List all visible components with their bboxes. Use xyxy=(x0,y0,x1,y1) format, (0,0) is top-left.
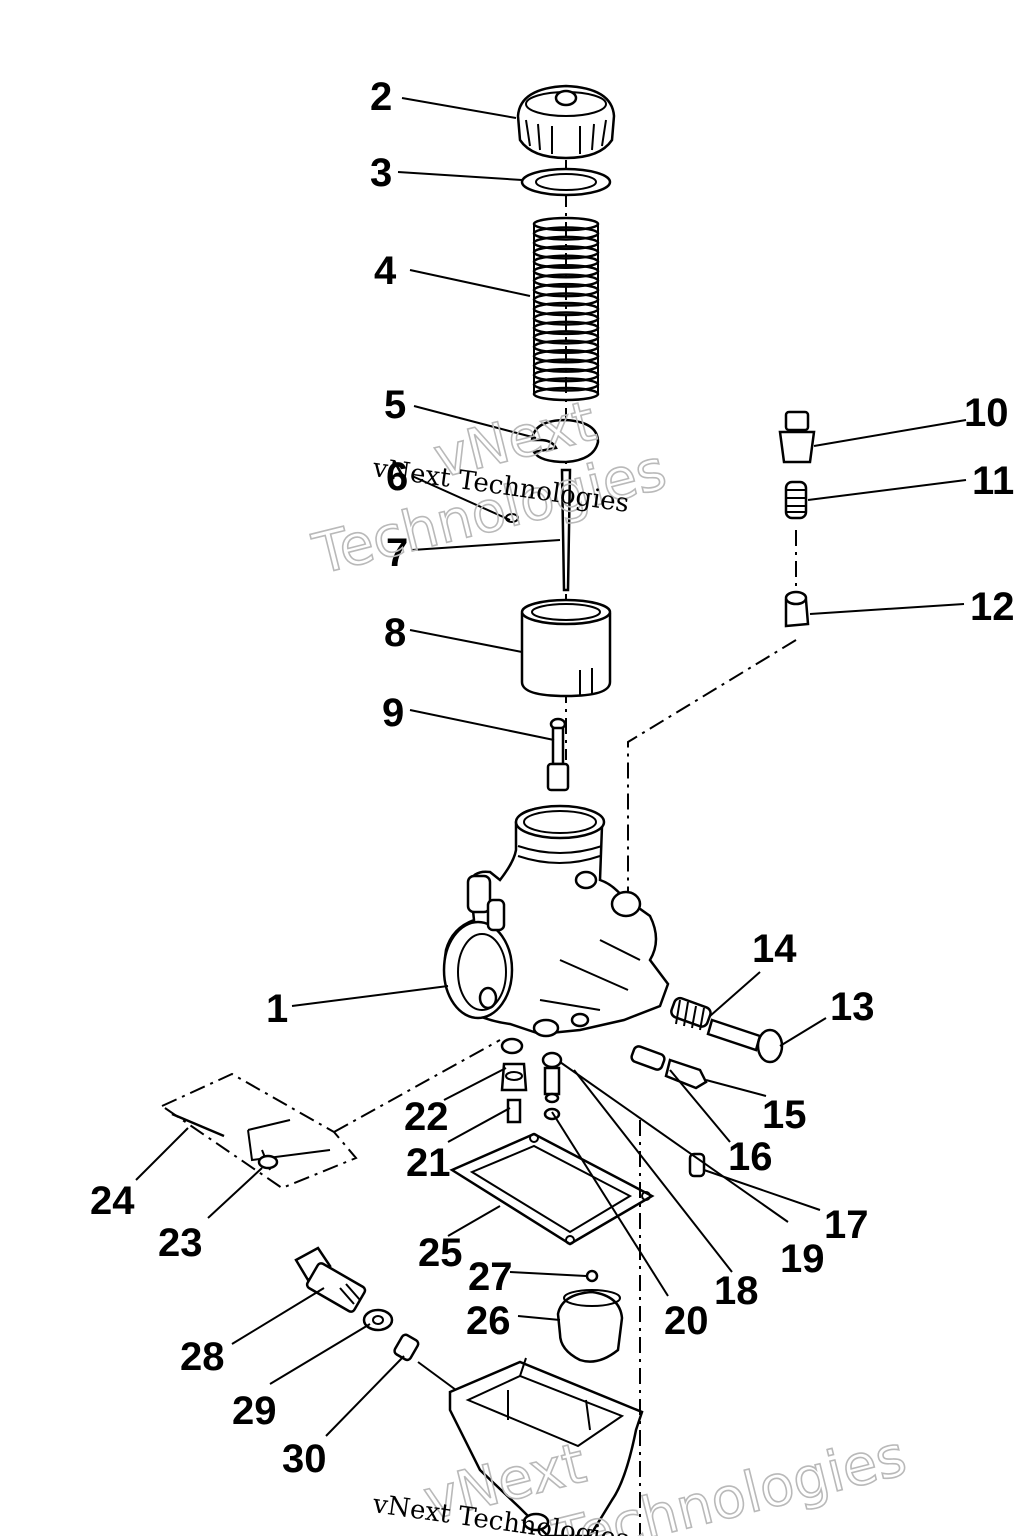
adjuster-connection-line xyxy=(627,530,797,900)
callout-23: 23 xyxy=(158,1221,203,1265)
callout-26: 26 xyxy=(466,1299,511,1343)
part-float-arm xyxy=(247,1119,331,1171)
part-adjuster-spring xyxy=(784,480,808,520)
part-starter-jet xyxy=(541,1051,563,1121)
callout-10: 10 xyxy=(964,391,1009,435)
callout-24: 24 xyxy=(90,1179,135,1223)
part-idle-spring xyxy=(670,996,712,1031)
part-float-pin xyxy=(171,1112,225,1138)
part-main-jet-holder xyxy=(500,1037,528,1124)
part-spring xyxy=(532,216,600,402)
callout-5: 5 xyxy=(384,383,406,427)
part-throttle-valve xyxy=(520,598,612,698)
part-pilot-screw xyxy=(630,1045,708,1090)
part-float-bowl xyxy=(448,1357,644,1536)
leader-lines xyxy=(135,97,967,1437)
part-drain-screw xyxy=(393,1333,420,1362)
linkage-dashed-box xyxy=(161,1039,501,1190)
callout-22: 22 xyxy=(404,1095,449,1139)
callout-13: 13 xyxy=(830,985,875,1029)
callout-25: 25 xyxy=(418,1231,463,1275)
callout-16: 16 xyxy=(728,1135,773,1179)
watermark-bottom: vNext Technologies vNext Technologies xyxy=(370,1423,913,1536)
callout-30: 30 xyxy=(282,1437,327,1481)
part-adjuster-nut xyxy=(784,590,810,628)
part-float-bowl-gasket xyxy=(449,1132,655,1246)
part-drain-bolt xyxy=(294,1246,367,1313)
part-cable-adjuster xyxy=(778,410,816,464)
callout-14: 14 xyxy=(752,927,797,971)
callout-3: 3 xyxy=(370,151,392,195)
callout-4: 4 xyxy=(374,249,397,293)
callout-7: 7 xyxy=(386,531,408,575)
callout-15: 15 xyxy=(762,1093,807,1137)
callout-28: 28 xyxy=(180,1335,225,1379)
callout-29: 29 xyxy=(232,1389,277,1433)
part-clip-plate xyxy=(530,410,600,464)
callout-1: 1 xyxy=(266,987,288,1031)
callout-11: 11 xyxy=(972,459,1014,503)
callout-2: 2 xyxy=(370,75,392,119)
part-needle-jet xyxy=(546,717,570,792)
callout-18: 18 xyxy=(714,1269,759,1313)
part-jet-needle xyxy=(505,468,572,592)
part-float xyxy=(556,1269,624,1363)
callout-8: 8 xyxy=(384,611,406,655)
callout-12: 12 xyxy=(970,585,1015,629)
callout-17: 17 xyxy=(824,1203,869,1247)
callout-21: 21 xyxy=(406,1141,451,1185)
callout-20: 20 xyxy=(664,1299,709,1343)
callout-9: 9 xyxy=(382,691,404,735)
part-washer xyxy=(520,167,612,197)
part-carburetor-body xyxy=(442,804,670,1038)
part-idle-screw xyxy=(706,1018,784,1064)
callout-27: 27 xyxy=(468,1255,513,1299)
part-drain-washer xyxy=(362,1308,394,1332)
callout-6: 6 xyxy=(386,455,408,499)
callout-19: 19 xyxy=(780,1237,825,1281)
watermark-top: vNext Technologies vNext Technologies xyxy=(306,388,673,588)
part-cap xyxy=(516,84,616,160)
